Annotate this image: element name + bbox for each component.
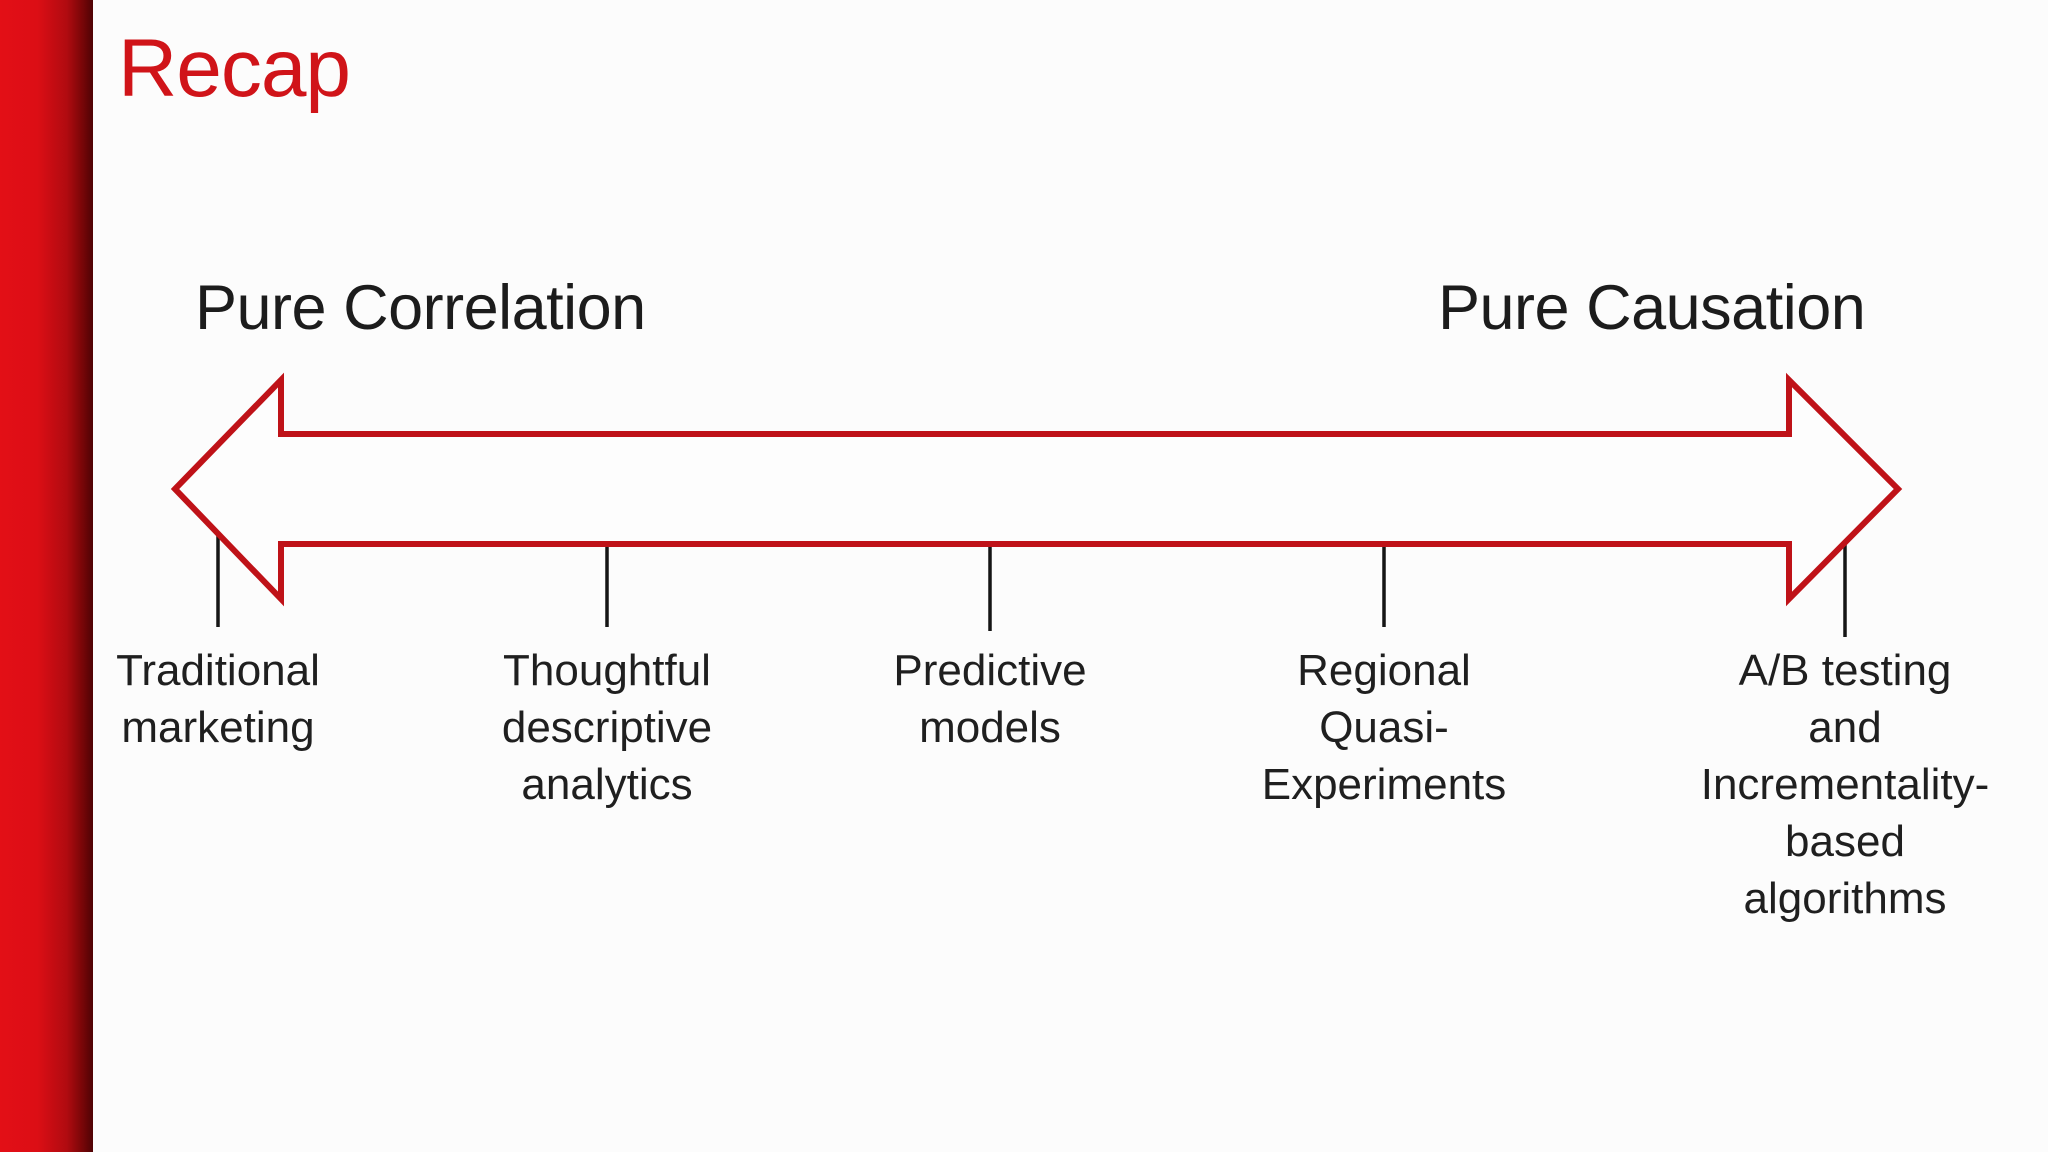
spectrum-right-end-label: Pure Causation <box>1438 273 1866 343</box>
spectrum-item-label-ab-testing-incrementality: A/B testing and Incrementality- based al… <box>1700 646 1990 923</box>
spectrum-left-end-label: Pure Correlation <box>195 273 646 343</box>
page-title: Recap <box>118 23 351 114</box>
spectrum-item-label-thoughtful-descriptive-analytics: Thoughtful descriptive analytics <box>501 646 713 809</box>
spectrum-item-label-traditional-marketing: Traditional marketing <box>116 646 320 752</box>
left-accent-bar <box>0 0 93 1152</box>
spectrum-item-label-regional-quasi-experiments: Regional Quasi- Experiments <box>1261 646 1507 809</box>
spectrum-item-label-predictive-models: Predictive models <box>893 646 1087 752</box>
double-arrow-shape <box>170 372 1903 607</box>
